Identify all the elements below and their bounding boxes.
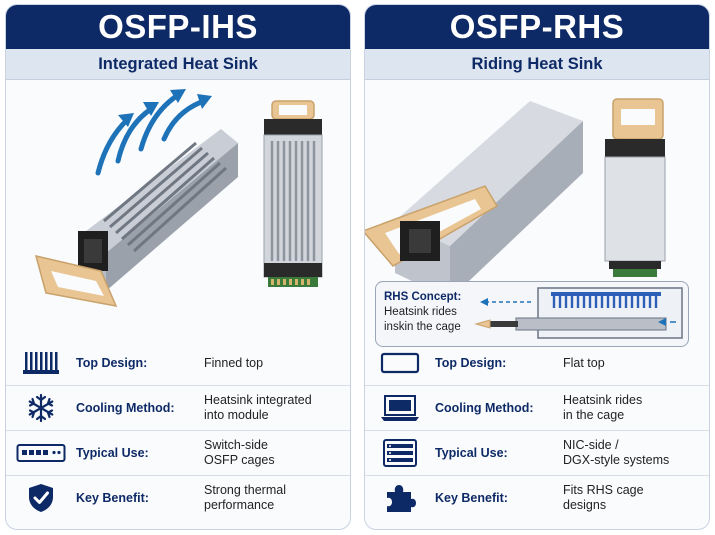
concept-line-1: Heatsink rides [384,306,457,318]
row-key-benefit: Key Benefit: Fits RHS cage designs [365,475,709,520]
row-value: Flat top [563,355,605,370]
rhs-concept-diagram [474,287,683,339]
flat-rect-icon [365,351,435,375]
row-value: Strong thermal performance [204,483,286,512]
row-cooling-method: Cooling Method: Heatsink rides in the ca… [365,385,709,430]
row-label: Typical Use: [76,446,149,460]
row-typical-use: Typical Use: Switch-side OSFP cages [6,430,350,475]
row-label: Cooling Method: [435,401,534,415]
row-value: Switch-side OSFP cages [204,438,275,467]
concept-line-2: inskin the cage [384,321,461,333]
row-top-design: Top Design: Flat top [365,341,709,385]
panel-title: OSFP-IHS [6,5,350,49]
laptop-icon [365,394,435,422]
row-value: Heatsink rides in the cage [563,393,643,422]
switch-icon [6,442,76,464]
row-typical-use: Typical Use: NIC-side / DGX-style system… [365,430,709,475]
row-value: NIC-side / DGX-style systems [563,438,670,467]
row-label: Cooling Method: [76,401,175,415]
ihs-panel: OSFP-IHS Integrated Heat Sink [5,4,351,530]
ihs-illustration [6,81,350,339]
row-label: Top Design: [435,356,507,370]
panel-subtitle: Riding Heat Sink [365,49,709,80]
row-top-design: Top Design: Finned top [6,341,350,385]
panel-subtitle: Integrated Heat Sink [6,49,350,80]
rhs-concept-box: RHS Concept: Heatsink rides inskin the c… [375,281,689,347]
shield-check-icon [6,482,76,514]
rhs-panel: OSFP-RHS Riding Heat Sink RHS Concept: H… [364,4,710,530]
row-label: Key Benefit: [435,491,508,505]
rhs-illustration: RHS Concept: Heatsink rides inskin the c… [365,81,709,347]
row-key-benefit: Key Benefit: Strong thermal performance [6,475,350,520]
concept-title: RHS Concept: [384,291,462,303]
fins-icon [6,350,76,376]
rhs-spec-rows: Top Design: Flat top Cooling Method: Hea… [365,341,709,520]
ihs-spec-rows: Top Design: Finned top Cooling Method: H… [6,341,350,520]
row-value: Finned top [204,355,264,370]
row-value: Heatsink integrated into module [204,393,312,422]
row-value: Fits RHS cage designs [563,483,644,512]
server-rack-icon [365,438,435,468]
airflow-arrows [95,92,207,176]
row-label: Key Benefit: [76,491,149,505]
row-cooling-method: Cooling Method: Heatsink integrated into… [6,385,350,430]
snowflake-icon [6,393,76,423]
row-label: Top Design: [76,356,148,370]
panel-title: OSFP-RHS [365,5,709,49]
puzzle-icon [365,482,435,514]
row-label: Typical Use: [435,446,508,460]
